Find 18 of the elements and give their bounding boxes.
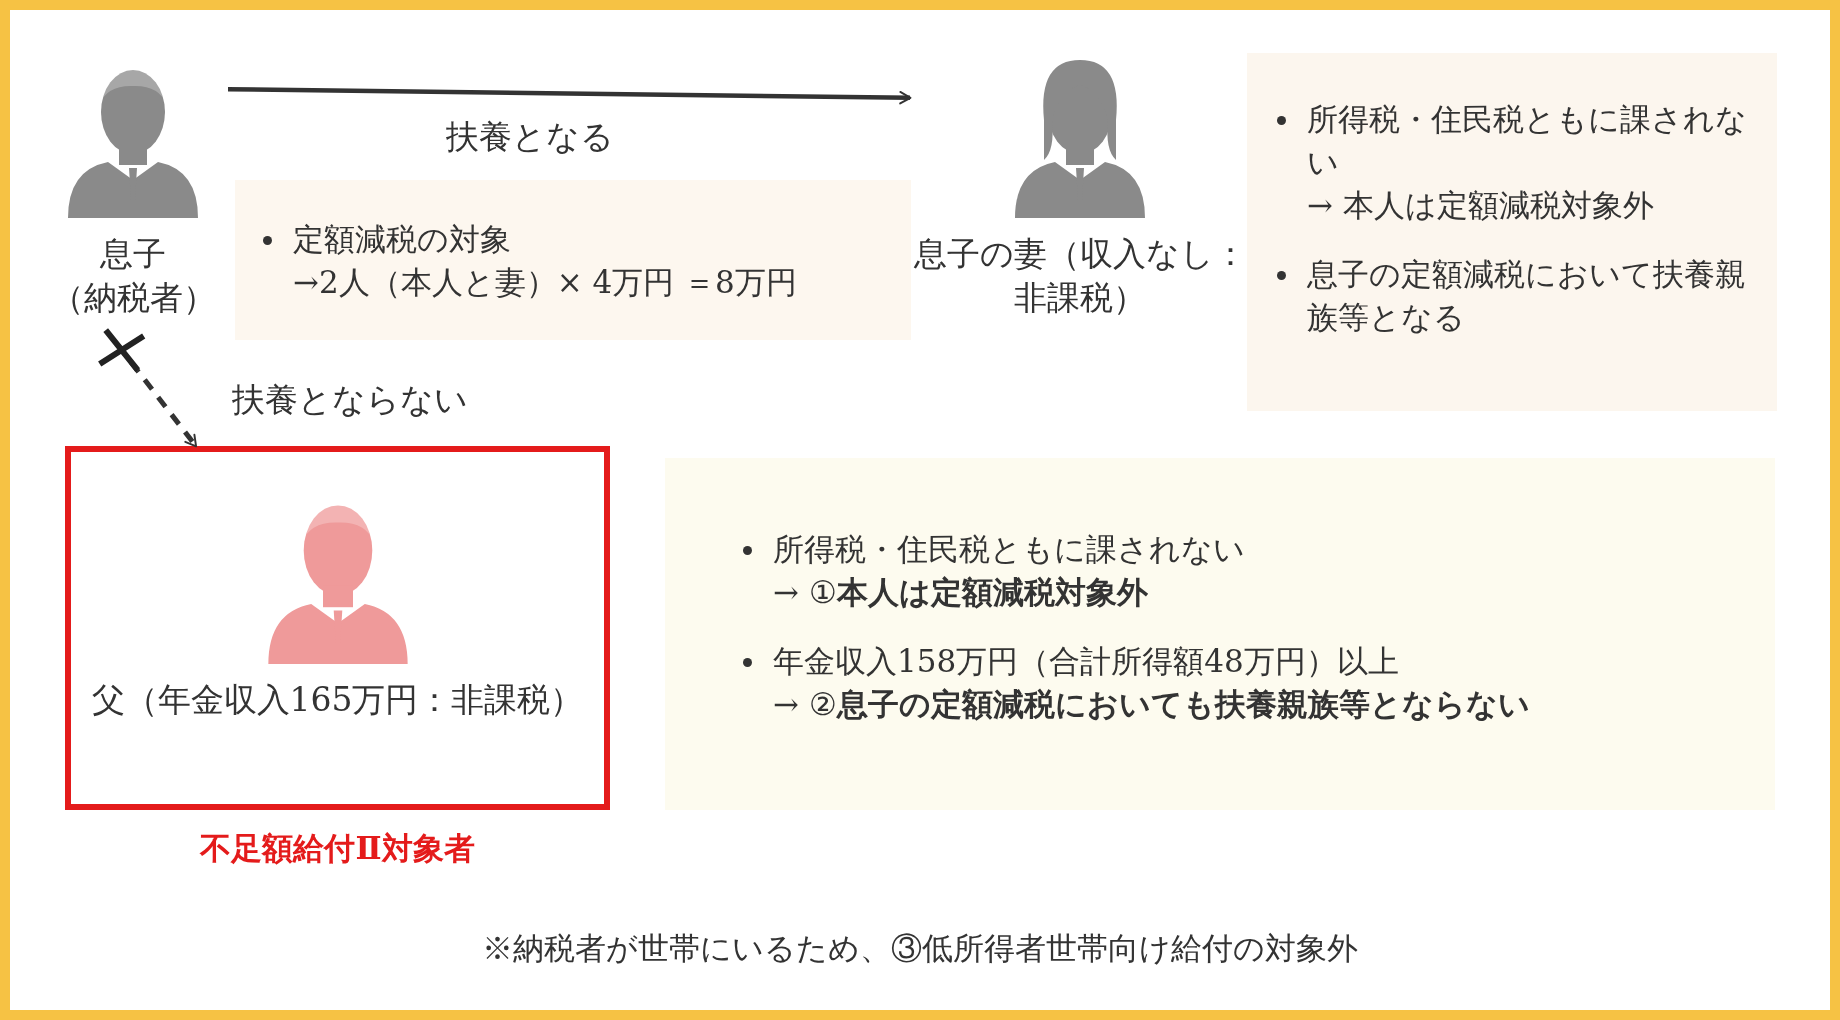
person-label: 父（年金収入165万円：非課税） <box>90 679 585 721</box>
note-text: → ①本人は定額減税対象外 <box>772 573 1149 612</box>
note-text: → ②息子の定額減税においても扶養親族等とならない <box>772 685 1531 724</box>
info-panel <box>1247 53 1777 411</box>
bullet-text: 年金収入158万円（合計所得額48万円）以上 <box>735 640 1735 683</box>
bullet-text: 所得税・住民税ともに課されない <box>735 528 1735 571</box>
arrow <box>227 87 912 105</box>
bullet-text: 息子の定額減税において扶養親族等となる <box>1269 253 1757 339</box>
note-text: →2人（本人と妻）× 4万円 ＝8万円 <box>292 263 798 302</box>
caption-text: 不足額給付Ⅱ対象者 <box>198 829 476 868</box>
person-label: 息子の妻（収入なし：非課税） <box>912 233 1248 319</box>
bullet-text: 所得税・住民税ともに課されない <box>1269 98 1757 184</box>
person-label: 息子（納税者） <box>49 233 217 319</box>
info-panel <box>665 458 1775 810</box>
footnote-text: ※納税者が世帯にいるため、③低所得者世帯向け給付の対象外 <box>481 929 1359 968</box>
note-text: → 本人は定額減税対象外 <box>1306 186 1655 225</box>
bullet-text: 定額減税の対象 <box>255 218 891 261</box>
info-panel <box>235 180 911 340</box>
